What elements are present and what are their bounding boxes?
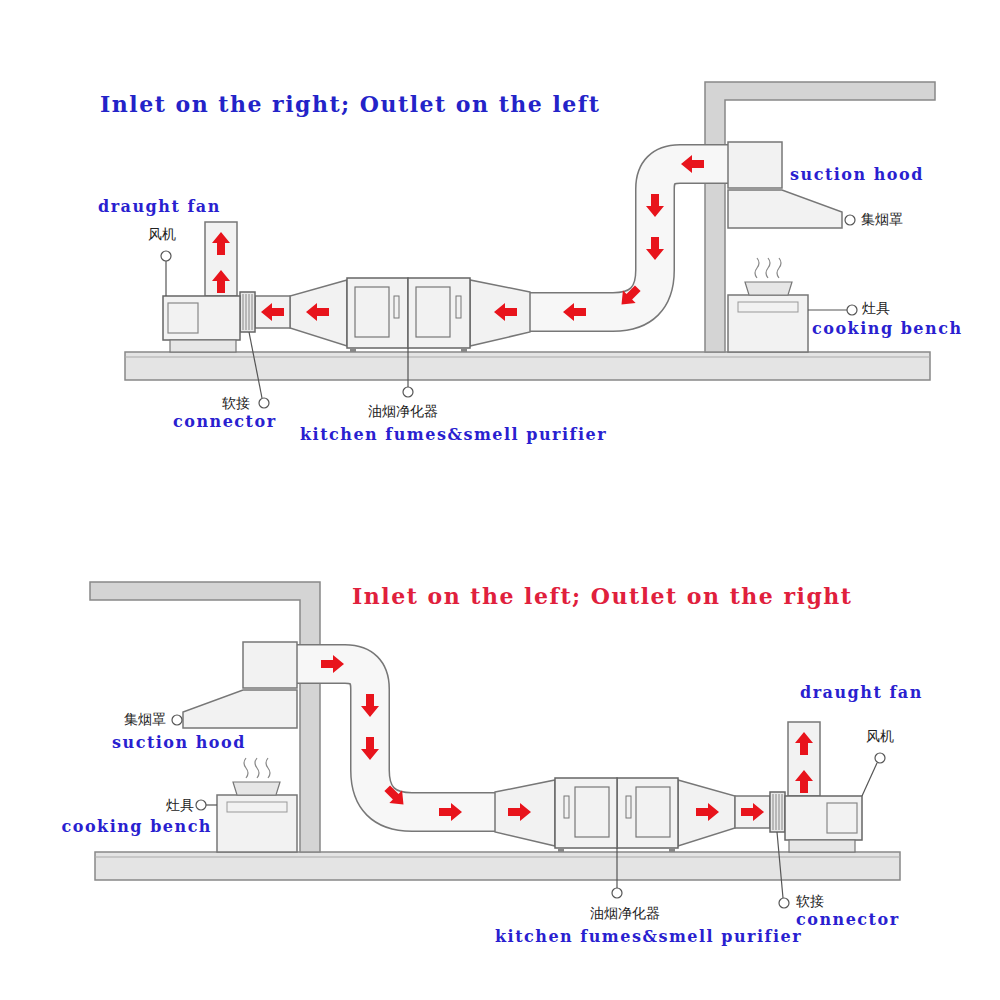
part-label: kitchen fumes&smell purifier — [300, 426, 607, 444]
part-label-zh: 软接 — [796, 893, 824, 909]
part-label: cooking bench — [812, 320, 963, 338]
panel-heading: Inlet on the right; Outlet on the left — [100, 92, 601, 117]
leader-line — [206, 804, 217, 805]
part-label: draught fan — [800, 684, 923, 702]
part-label-zh: 灶具 — [166, 797, 194, 813]
panel-heading: Inlet on the left; Outlet on the right — [352, 584, 853, 609]
callout-circle — [161, 251, 171, 261]
callout-circle — [259, 398, 269, 408]
callouts-bottom — [172, 715, 885, 908]
part-label: draught fan — [98, 198, 221, 216]
part-label: kitchen fumes&smell purifier — [495, 928, 802, 946]
part-label-zh: 油烟净化器 — [590, 905, 660, 921]
part-label: suction hood — [790, 166, 924, 184]
part-label-zh: 风机 — [148, 226, 176, 242]
part-label: suction hood — [112, 734, 246, 752]
callout-circle — [612, 888, 622, 898]
leader-line — [249, 332, 262, 398]
callout-circle — [779, 898, 789, 908]
callout-circle — [403, 387, 413, 397]
part-label-zh: 油烟净化器 — [368, 403, 438, 419]
callout-circle — [196, 800, 206, 810]
leader-line — [165, 261, 166, 296]
part-label-zh: 风机 — [866, 728, 894, 744]
part-label-zh: 灶具 — [862, 300, 890, 316]
callout-circle — [875, 753, 885, 763]
leader-line — [616, 848, 617, 888]
part-label: connector — [173, 413, 277, 431]
callout-circle — [847, 305, 857, 315]
part-label-zh: 集烟罩 — [124, 711, 166, 727]
part-label: connector — [796, 911, 900, 929]
part-label-zh: 集烟罩 — [861, 211, 903, 227]
leader-line — [862, 763, 877, 796]
part-label: cooking bench — [61, 818, 212, 836]
leader-line — [777, 832, 783, 898]
leader-line — [808, 309, 847, 310]
callout-circle — [172, 715, 182, 725]
callouts-top — [161, 215, 857, 408]
leader-line — [407, 348, 408, 387]
part-label-zh: 软接 — [222, 395, 250, 411]
callout-circle — [845, 215, 855, 225]
